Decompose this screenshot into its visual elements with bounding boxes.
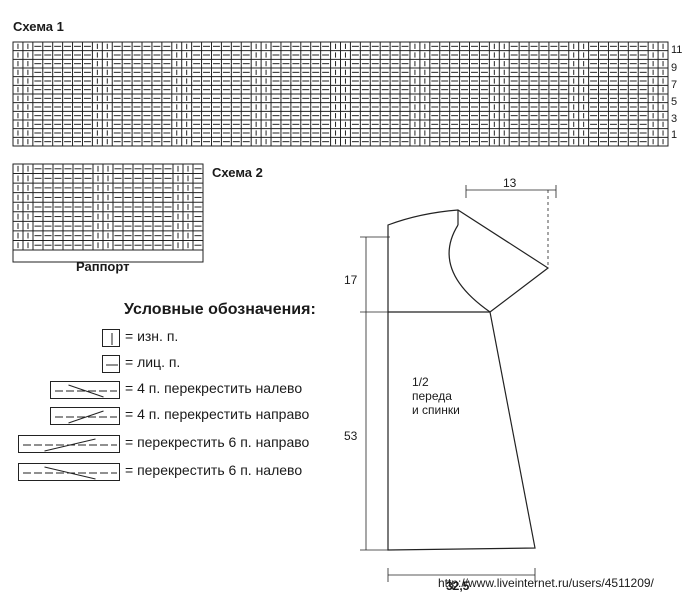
knit-symbol-icon [102, 355, 120, 373]
row-label-1: 1 [671, 129, 678, 141]
half-label-1: 1/2 [412, 375, 429, 389]
half-label-2: переда [412, 389, 452, 403]
row-label-7: 7 [671, 79, 678, 91]
symbol-glyph [23, 466, 117, 480]
cross-6-right-symbol-icon [18, 435, 120, 453]
sleeve-curve [448, 224, 491, 313]
dimension-lines [360, 185, 557, 582]
half-label-3: и спинки [412, 403, 460, 417]
garment-pattern [360, 185, 557, 582]
scheme-1-title: Схема 1 [13, 19, 64, 34]
legend-text: = 4 п. перекрестить направо [125, 406, 310, 422]
scheme-2-border [12, 163, 204, 251]
legend-text: = 4 п. перекрестить налево [125, 380, 303, 396]
symbol-glyph [23, 438, 117, 452]
row-label-11: 11 [671, 44, 683, 56]
scheme-1-chart [12, 41, 669, 147]
legend-text: = перекрестить 6 п. налево [125, 462, 303, 478]
legend-text: = лиц. п. [125, 354, 181, 370]
body-outline [387, 209, 550, 551]
row-label-9: 9 [671, 62, 678, 74]
symbol-glyph [55, 384, 117, 398]
row-label-3: 3 [671, 113, 678, 125]
row-label-5: 5 [671, 96, 678, 108]
legend-title: Условные обозначения: [124, 301, 316, 318]
symbol-glyph [111, 333, 113, 345]
cross-6-left-symbol-icon [18, 463, 120, 481]
symbol-glyph [55, 410, 117, 424]
rapport-bracket [12, 250, 204, 263]
legend-text: = перекрестить 6 п. направо [125, 434, 310, 450]
rapport-label: Раппорт [76, 259, 130, 274]
dim-bottom: 32,5 [446, 579, 470, 593]
dim-sleeve: 13 [503, 176, 517, 190]
dim-armhole: 17 [344, 273, 358, 287]
purl-symbol-icon [102, 329, 120, 347]
watermark-url: http://www.liveinternet.ru/users/4511209… [438, 576, 654, 590]
scheme-2-title: Схема 2 [212, 165, 263, 180]
scheme-2-chart [12, 163, 204, 251]
symbol-glyph [106, 364, 118, 366]
dim-length: 53 [344, 429, 358, 443]
cross-4-left-symbol-icon [50, 381, 120, 399]
legend-text: = изн. п. [125, 328, 179, 344]
cross-4-right-symbol-icon [50, 407, 120, 425]
